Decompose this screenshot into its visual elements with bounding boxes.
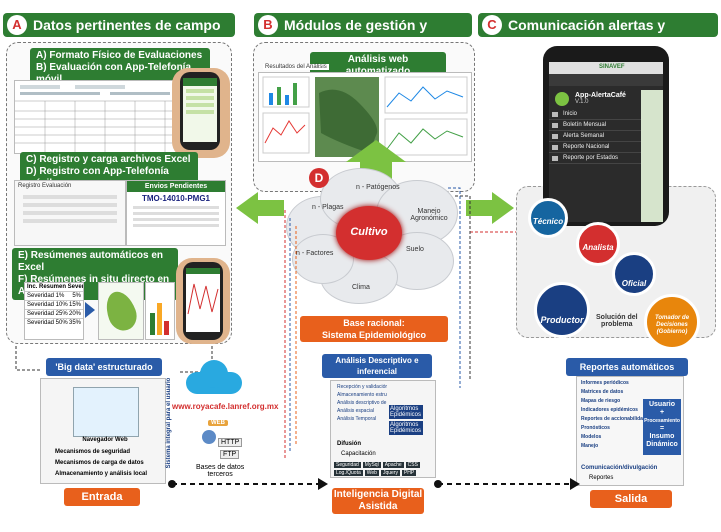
bottom-arrows bbox=[0, 0, 721, 532]
